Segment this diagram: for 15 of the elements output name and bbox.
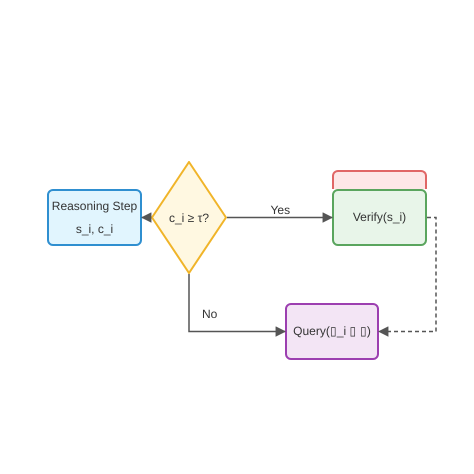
node-title: Query(▯_i ▯ ▯) [293,324,371,339]
node-title: Reasoning Step [52,198,138,214]
verify-box [332,189,427,246]
query-box [285,303,379,360]
arrow [227,212,334,223]
edge-label: No [201,308,218,320]
process-box [47,189,142,246]
node-title: Verify(s_i) [352,210,406,225]
decision-text: c_i ≥ τ? [168,210,209,226]
edge-label: Yes [270,204,292,216]
arrow [188,274,286,337]
arrow [140,212,152,223]
node-subtitle: s_i, c_i [76,222,114,236]
arrow [378,216,437,337]
threshold-box [332,170,427,189]
